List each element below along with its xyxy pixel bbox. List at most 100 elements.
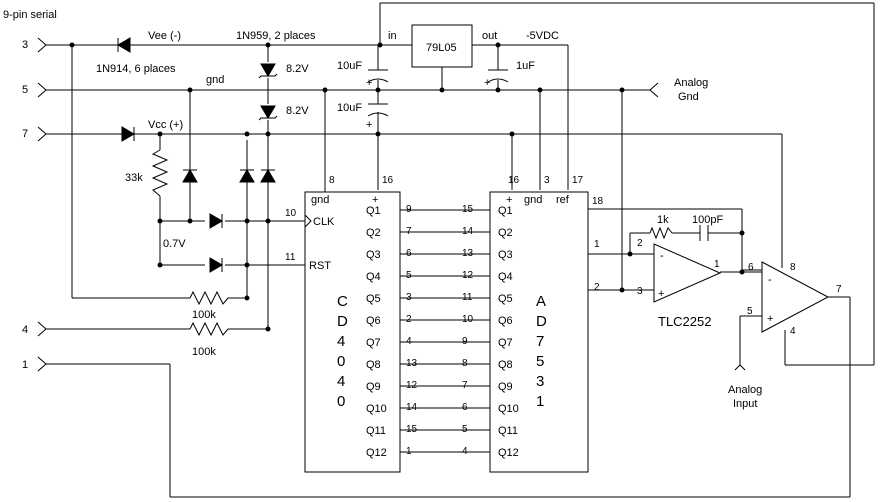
cd4040-output-pin: 1 (406, 446, 412, 457)
ad7531-input-q1: Q1 (498, 205, 513, 217)
opamp2-pin-v8: 8 (790, 262, 796, 273)
cd4040-gnd: gnd (311, 194, 329, 206)
cd4040-pin-rst: 11 (285, 252, 296, 263)
cd4040-output-q7: Q7 (366, 337, 381, 349)
ad7531-box (489, 191, 589, 473)
reg-in-label: in (388, 30, 397, 42)
connector-chevrons (37, 37, 47, 372)
cd4040-output-pin: 14 (406, 402, 418, 413)
reg-out-label: out (482, 30, 497, 42)
pin-1-label: 1 (22, 359, 28, 371)
ad7531-input-q6: Q6 (498, 315, 513, 327)
opamp1-pin-plus: 3 (637, 286, 643, 297)
cd4040-output-q6: Q6 (366, 315, 381, 327)
ad7531-pin-ref: 17 (572, 175, 584, 186)
diodes (117, 37, 276, 273)
opamp2-pin-minus: 6 (748, 262, 754, 273)
ad7531-input-pin: 11 (462, 292, 473, 303)
data-bus (400, 209, 490, 453)
cd4040-output-q9: Q9 (366, 381, 381, 393)
cd4040-output-q3: Q3 (366, 249, 381, 261)
gnd-rail-label: gnd (206, 74, 224, 86)
cd4040-name-char: 0 (337, 393, 345, 410)
r1k-label: 1k (657, 214, 669, 226)
opamp1-minus-sign: - (660, 250, 664, 262)
diode-clk-icon (209, 213, 223, 229)
cd4040-output-q8: Q8 (366, 359, 381, 371)
r33k-label: 33k (125, 172, 143, 184)
ad7531-input-q12: Q12 (498, 447, 519, 459)
cd4040-output-pin: 12 (406, 380, 418, 391)
cd4040-name-char: D (337, 313, 348, 330)
cd4040-name-char: C (337, 293, 348, 310)
ad7531-name-char: 5 (536, 353, 544, 370)
zener-v2-label: 8.2V (286, 105, 309, 117)
diode-vcc-icon (121, 126, 135, 142)
cd4040-output-pin: 2 (406, 314, 412, 325)
opamp1-name: TLC2252 (658, 314, 711, 329)
analog-in-label-2: Input (733, 398, 757, 410)
ad7531-input-pin: 4 (462, 446, 468, 457)
opamp1-pin-minus: 2 (637, 238, 643, 249)
analog-gnd-label-1: Analog (674, 77, 708, 89)
r100k-1-label: 100k (192, 309, 216, 321)
zener-1-icon (260, 63, 276, 77)
ad7531-input-pin: 9 (462, 336, 468, 347)
cd4040-pin-clk: 10 (285, 208, 297, 219)
cd4040-output-q2: Q2 (366, 227, 381, 239)
cd4040-output-pin: 5 (406, 270, 412, 281)
pin-7-label: 7 (22, 128, 28, 140)
resistor-100k-1-icon (189, 290, 229, 306)
resistor-100k-2-icon (189, 321, 229, 337)
cd4040-name-char: 4 (337, 373, 345, 390)
pin-5-label: 5 (22, 84, 28, 96)
cd4040-output-q1: Q1 (366, 205, 381, 217)
ad7531-input-q10: Q10 (498, 403, 519, 415)
opamp2-pin-out: 7 (836, 284, 842, 295)
cd4040-labels: gnd + 8 16 CLK RST 10 11 Q1Q2Q3Q4Q5Q6Q7Q… (285, 175, 418, 459)
ad7531-input-q2: Q2 (498, 227, 513, 239)
capacitors (367, 69, 709, 241)
cap-plus-3: + (484, 77, 490, 89)
zener-2-icon (260, 105, 276, 119)
pin-4-label: 4 (22, 324, 28, 336)
cd4040-output-pin: 6 (406, 248, 412, 259)
analog-in-label-1: Analog (728, 384, 762, 396)
opamp2-triangle (761, 261, 830, 333)
diode-vee-icon (117, 37, 131, 53)
cd4040-output-q4: Q4 (366, 271, 381, 283)
cap-plus-1: + (366, 77, 372, 89)
cd4040-name-char: 4 (337, 333, 345, 350)
cd4040-output-pin: 4 (406, 336, 412, 347)
junction-dots (69, 42, 745, 332)
cap-in2-label: 10uF (337, 102, 362, 114)
opamp-labels: TLC2252 2 3 1 - + 6 5 7 8 4 - + (637, 238, 842, 337)
opamp2-minus-sign: - (768, 274, 772, 286)
cd4040-output-q10: Q10 (366, 403, 387, 415)
ad7531-input-q11: Q11 (498, 425, 518, 437)
ad7531-input-pin: 6 (462, 402, 468, 413)
cd4040-output-pin: 15 (406, 424, 418, 435)
ad7531-input-q8: Q8 (498, 359, 513, 371)
cap-plus-2: + (366, 119, 372, 131)
cd4040-clk: CLK (313, 216, 335, 228)
opamp2-pin-plus: 5 (747, 306, 753, 317)
ad7531-name-char: 3 (536, 373, 544, 390)
analog-gnd-label-2: Gnd (678, 91, 699, 103)
ad7531-input-pin: 8 (462, 358, 468, 369)
ad7531-input-pin: 15 (462, 204, 474, 215)
connector-label: 9-pin serial (3, 9, 57, 21)
ad7531-pin-1: 1 (594, 239, 600, 250)
ad7531-input-pin: 13 (462, 248, 474, 259)
diode-rst-icon (209, 257, 223, 273)
vee-label: Vee (-) (148, 30, 181, 42)
opamp1-pin-out: 1 (714, 259, 720, 270)
opamp2-plus-sign: + (767, 313, 773, 325)
ad7531-gnd: gnd (524, 194, 542, 206)
v07-label: 0.7V (163, 238, 186, 250)
cap-out-label: 1uF (516, 60, 535, 72)
